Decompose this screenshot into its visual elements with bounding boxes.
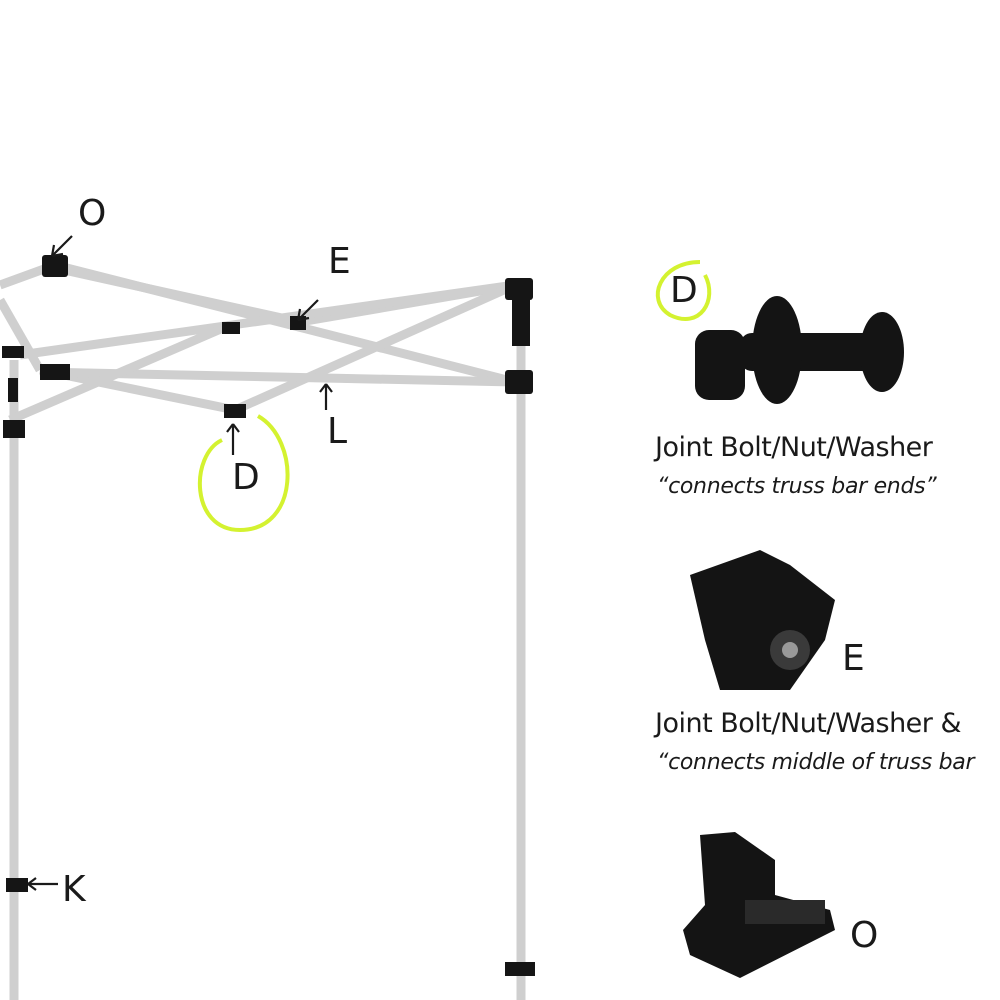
part-o-letter: O [850, 915, 879, 956]
part-d-bolt-image [695, 296, 904, 404]
label-d: D [232, 457, 260, 498]
part-o-corner-image [683, 832, 835, 978]
highlight-circle-part-d [655, 260, 712, 321]
label-l: L [327, 411, 348, 452]
part-d-note: “connects truss bar ends” [657, 474, 937, 499]
label-e: E [328, 241, 351, 282]
part-d-letter: D [670, 270, 698, 311]
part-d-title: Joint Bolt/Nut/Washer [655, 432, 933, 463]
part-e-letter: E [842, 638, 865, 679]
highlight-marks [197, 260, 712, 533]
highlight-circle-frame-d [197, 414, 290, 533]
label-o: O [78, 193, 107, 234]
joint-brackets [2, 255, 535, 976]
part-e-title: Joint Bolt/Nut/Washer & [655, 708, 962, 739]
part-e-bracket-image [690, 550, 835, 690]
label-k: K [62, 869, 86, 910]
callout-arrows [27, 235, 333, 891]
part-e-note: “connects middle of truss bar [657, 750, 975, 775]
